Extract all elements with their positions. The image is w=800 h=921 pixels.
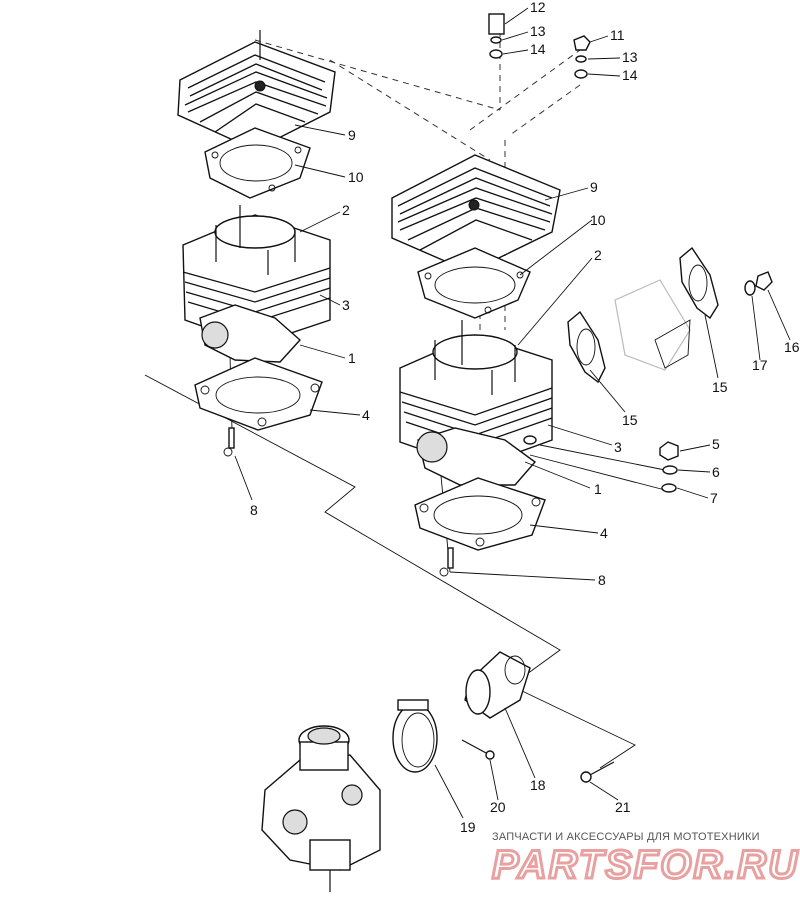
callout-18: 18 — [530, 777, 546, 793]
callout-17: 17 — [752, 357, 768, 373]
carburetor — [261, 725, 381, 892]
callout-20: 20 — [490, 799, 506, 815]
callout-9b: 9 — [590, 179, 598, 195]
callout-13b: 13 — [622, 49, 638, 65]
screw-21 — [580, 761, 615, 783]
hardware-stack-left — [488, 13, 505, 59]
callout-8b: 8 — [598, 572, 606, 588]
cylinder-head-left — [177, 30, 336, 151]
watermark-brand: PARTSFOR.RU — [492, 843, 799, 887]
base-gasket-left — [194, 357, 323, 431]
callout-12: 12 — [530, 0, 546, 15]
base-gasket-right — [414, 477, 546, 551]
exhaust-manifold-faded — [614, 279, 691, 371]
watermark: ЗАПЧАСТИ И АКСЕССУАРЫ ДЛЯ МОТОТЕХНИКИ PA… — [491, 831, 799, 889]
callout-13a: 13 — [530, 23, 546, 39]
leader-lines — [234, 7, 791, 819]
callout-15b: 15 — [712, 379, 728, 395]
cylinder-right — [399, 320, 553, 486]
dowel-pin-right — [439, 547, 454, 577]
callout-1a: 1 — [348, 350, 356, 366]
callout-8a: 8 — [250, 502, 258, 518]
nut-16 — [755, 271, 773, 291]
callout-4b: 4 — [600, 525, 608, 541]
callout-3a: 3 — [342, 297, 350, 313]
watermark-tagline: ЗАПЧАСТИ И АКСЕССУАРЫ ДЛЯ МОТОТЕХНИКИ — [492, 831, 760, 843]
callout-2b: 2 — [594, 247, 602, 263]
callout-14b: 14 — [622, 67, 638, 83]
callout-labels: 12 13 14 11 13 14 9 10 2 3 1 4 8 9 10 2 … — [250, 0, 800, 835]
exhaust-gasket-front — [567, 310, 606, 384]
nut-5 — [659, 441, 679, 461]
callout-21: 21 — [615, 799, 631, 815]
callout-15a: 15 — [622, 412, 638, 428]
callout-10b: 10 — [590, 212, 606, 228]
callout-6: 6 — [712, 464, 720, 480]
washer-7 — [661, 483, 677, 493]
callout-19: 19 — [460, 819, 476, 835]
dowel-pin-left — [223, 427, 235, 457]
callout-7: 7 — [710, 490, 718, 506]
callout-4a: 4 — [362, 407, 370, 423]
cylinder-head-right — [391, 154, 561, 273]
callout-5: 5 — [712, 436, 720, 452]
callout-16: 16 — [784, 339, 800, 355]
washer-17 — [744, 280, 756, 296]
clamp — [392, 699, 438, 773]
intake-boot — [464, 651, 531, 719]
callout-9a: 9 — [348, 127, 356, 143]
exhaust-gasket-rear — [679, 246, 719, 320]
reference-lines — [144, 354, 666, 769]
screw-20 — [461, 739, 495, 760]
callout-2a: 2 — [342, 202, 350, 218]
callout-11: 11 — [610, 27, 625, 43]
callout-10a: 10 — [348, 169, 364, 185]
head-gasket-right — [417, 247, 531, 319]
head-gasket-left — [204, 127, 311, 199]
callout-1b: 1 — [594, 481, 602, 497]
washer-6 — [662, 465, 678, 475]
cylinder-left — [182, 205, 331, 363]
callout-3b: 3 — [614, 439, 622, 455]
hardware-stack-right — [573, 35, 591, 79]
callout-14a: 14 — [530, 41, 546, 57]
